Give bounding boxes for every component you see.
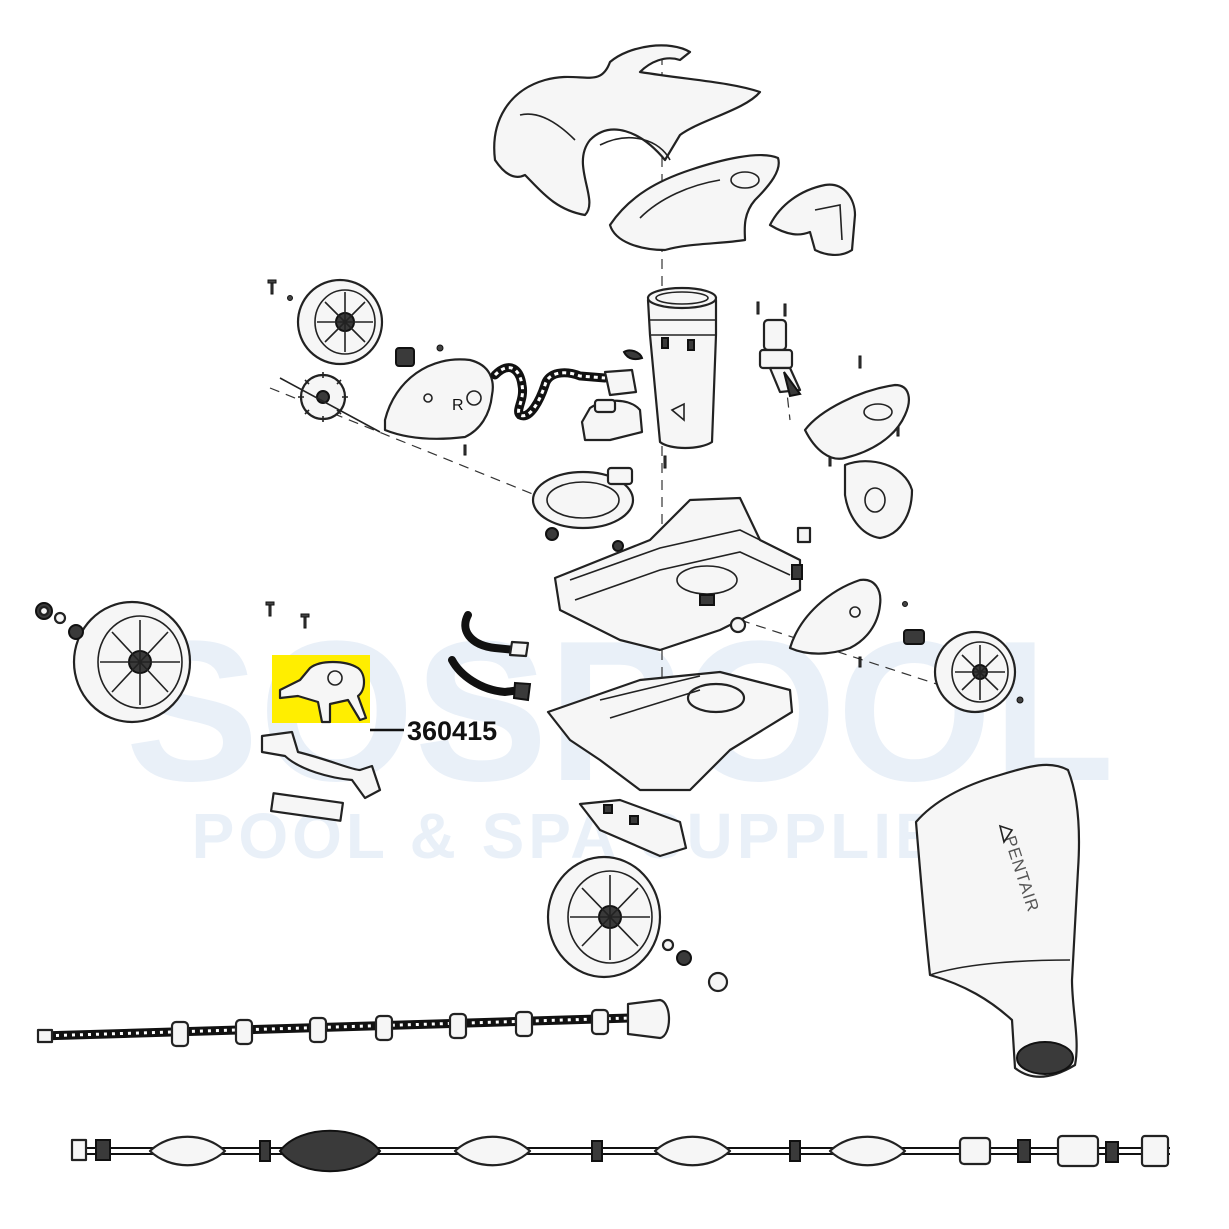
- hose-weight: [148, 1135, 227, 1167]
- hose-float-icon: [36, 998, 671, 1048]
- turbine-housing-icon: [580, 398, 644, 442]
- bag-icon[interactable]: PENTAIR: [914, 763, 1081, 1078]
- hose-ring: [308, 1016, 328, 1044]
- hose-weight: [278, 1129, 382, 1173]
- chassis-icon: [553, 496, 812, 652]
- gearbox-mark: R: [452, 397, 464, 414]
- drive-hose-icon: [490, 363, 638, 421]
- wheel-icon: [35, 600, 192, 724]
- wheel-icon: [546, 855, 729, 993]
- part-number-label: 360415: [407, 716, 497, 746]
- suction-mast-icon: [646, 286, 718, 450]
- bumper-arm-icon: [260, 730, 382, 822]
- bottom-skirt-icon: [546, 670, 794, 792]
- turbine-hose-icon: [448, 611, 532, 702]
- hose-weight: [828, 1135, 907, 1167]
- part-callout: 360415: [370, 716, 497, 746]
- hose-ring: [374, 1014, 394, 1042]
- wheel-icon: [296, 278, 384, 366]
- top-cover-icon: [608, 154, 780, 252]
- gearbox-right-lower-icon: [788, 578, 925, 655]
- hose-ring: [234, 1018, 254, 1046]
- hose-swivel-icon: [758, 318, 802, 398]
- hose-ring: [448, 1012, 468, 1040]
- clip-icon: [622, 349, 644, 361]
- hose-weight: [653, 1135, 732, 1167]
- swivel-ring-icon: [531, 466, 635, 552]
- wheel-icon: [933, 630, 1017, 714]
- hose-ring: [170, 1020, 190, 1048]
- top-body-shell-icon: [493, 44, 762, 217]
- leader-hose-icon: [70, 1129, 1170, 1173]
- highlighted-part-360415[interactable]: [272, 655, 370, 724]
- sprocket-icon: [279, 372, 381, 433]
- bushing-icon: [395, 347, 415, 367]
- screw-icon: [265, 279, 1024, 704]
- hose-weight: [453, 1135, 532, 1167]
- gearbox-left-icon: R: [383, 358, 494, 440]
- hose-ring: [514, 1010, 534, 1038]
- hose-ring: [590, 1008, 610, 1036]
- gearbox-right-icon: [803, 383, 914, 540]
- rear-handle-icon: [768, 183, 857, 256]
- bottom-plate-icon: [578, 798, 688, 858]
